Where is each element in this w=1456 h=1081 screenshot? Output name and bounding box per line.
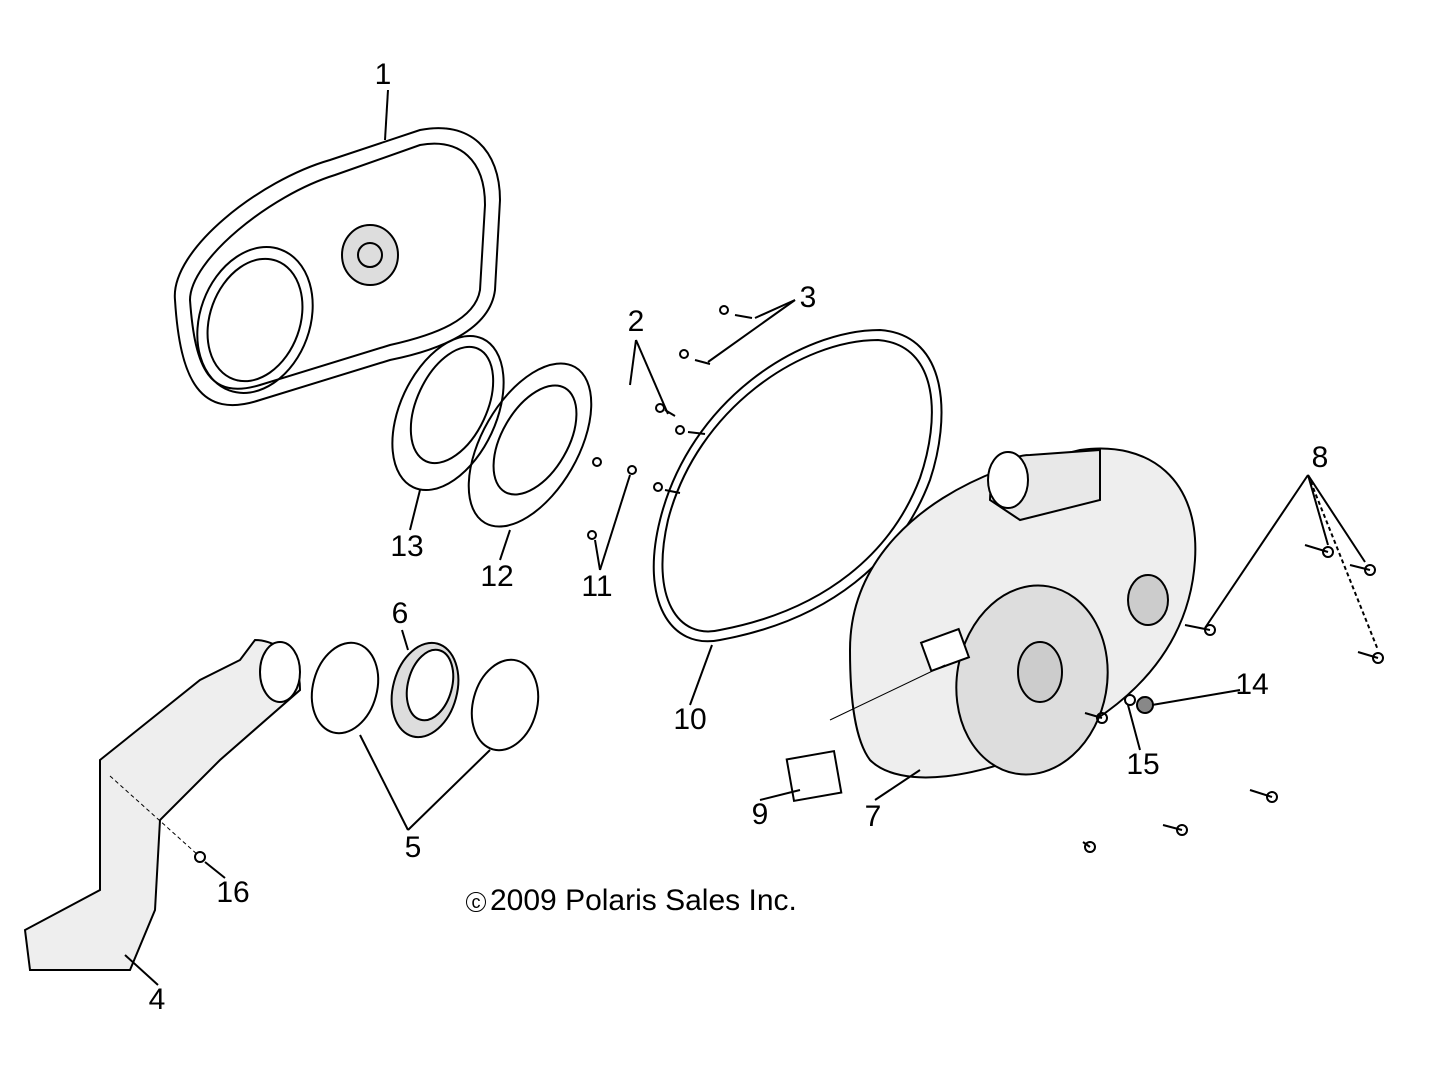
clamps [310, 641, 540, 831]
callout-9: 9 [751, 798, 769, 831]
callout-5: 5 [404, 831, 422, 864]
decal [785, 749, 843, 803]
callout-14: 14 [1235, 668, 1269, 701]
leader-line-15 [1127, 704, 1141, 751]
inner-clutch-cover [173, 127, 502, 406]
air-duct [23, 638, 302, 971]
callout-16: 16 [216, 876, 250, 909]
copyright-icon: c [466, 892, 486, 913]
leader-line-9b [829, 664, 946, 721]
screw-16 [194, 851, 206, 863]
callout-10: 10 [673, 703, 707, 736]
leader-line-13 [409, 489, 421, 531]
leader-line-7 [874, 769, 921, 801]
leader-line-12 [499, 529, 511, 561]
callout-7: 7 [864, 800, 882, 833]
leader-line-16b [204, 861, 226, 879]
leader-line-10 [689, 644, 713, 706]
nut [1136, 696, 1154, 714]
callout-15: 15 [1126, 748, 1160, 781]
copyright-text: 2009 Polaris Sales Inc. [490, 884, 797, 917]
callout-3: 3 [799, 281, 817, 314]
leader-line-4 [124, 954, 159, 986]
seal [391, 334, 505, 492]
callout-13: 13 [390, 530, 424, 563]
retainer-plate [467, 362, 593, 528]
callout-4: 4 [148, 983, 166, 1016]
washer [1124, 694, 1136, 706]
leader-line-14 [1151, 689, 1241, 706]
leader-line-1 [384, 89, 389, 141]
drive-belt [652, 328, 943, 643]
bolts-2-3 [629, 299, 796, 494]
callout-6: 6 [391, 597, 409, 630]
leader-line-16 [109, 775, 199, 856]
screws-11 [587, 457, 637, 571]
bolts-8 [1082, 474, 1384, 853]
callout-1: 1 [374, 58, 392, 91]
callout-12: 12 [480, 560, 514, 593]
callout-2: 2 [627, 305, 645, 338]
callout-11: 11 [581, 570, 613, 603]
leader-line-6 [401, 629, 409, 651]
coupler [390, 641, 460, 739]
outer-clutch-cover [848, 447, 1197, 779]
leader-line-9 [759, 789, 801, 801]
callout-8: 8 [1311, 441, 1329, 474]
